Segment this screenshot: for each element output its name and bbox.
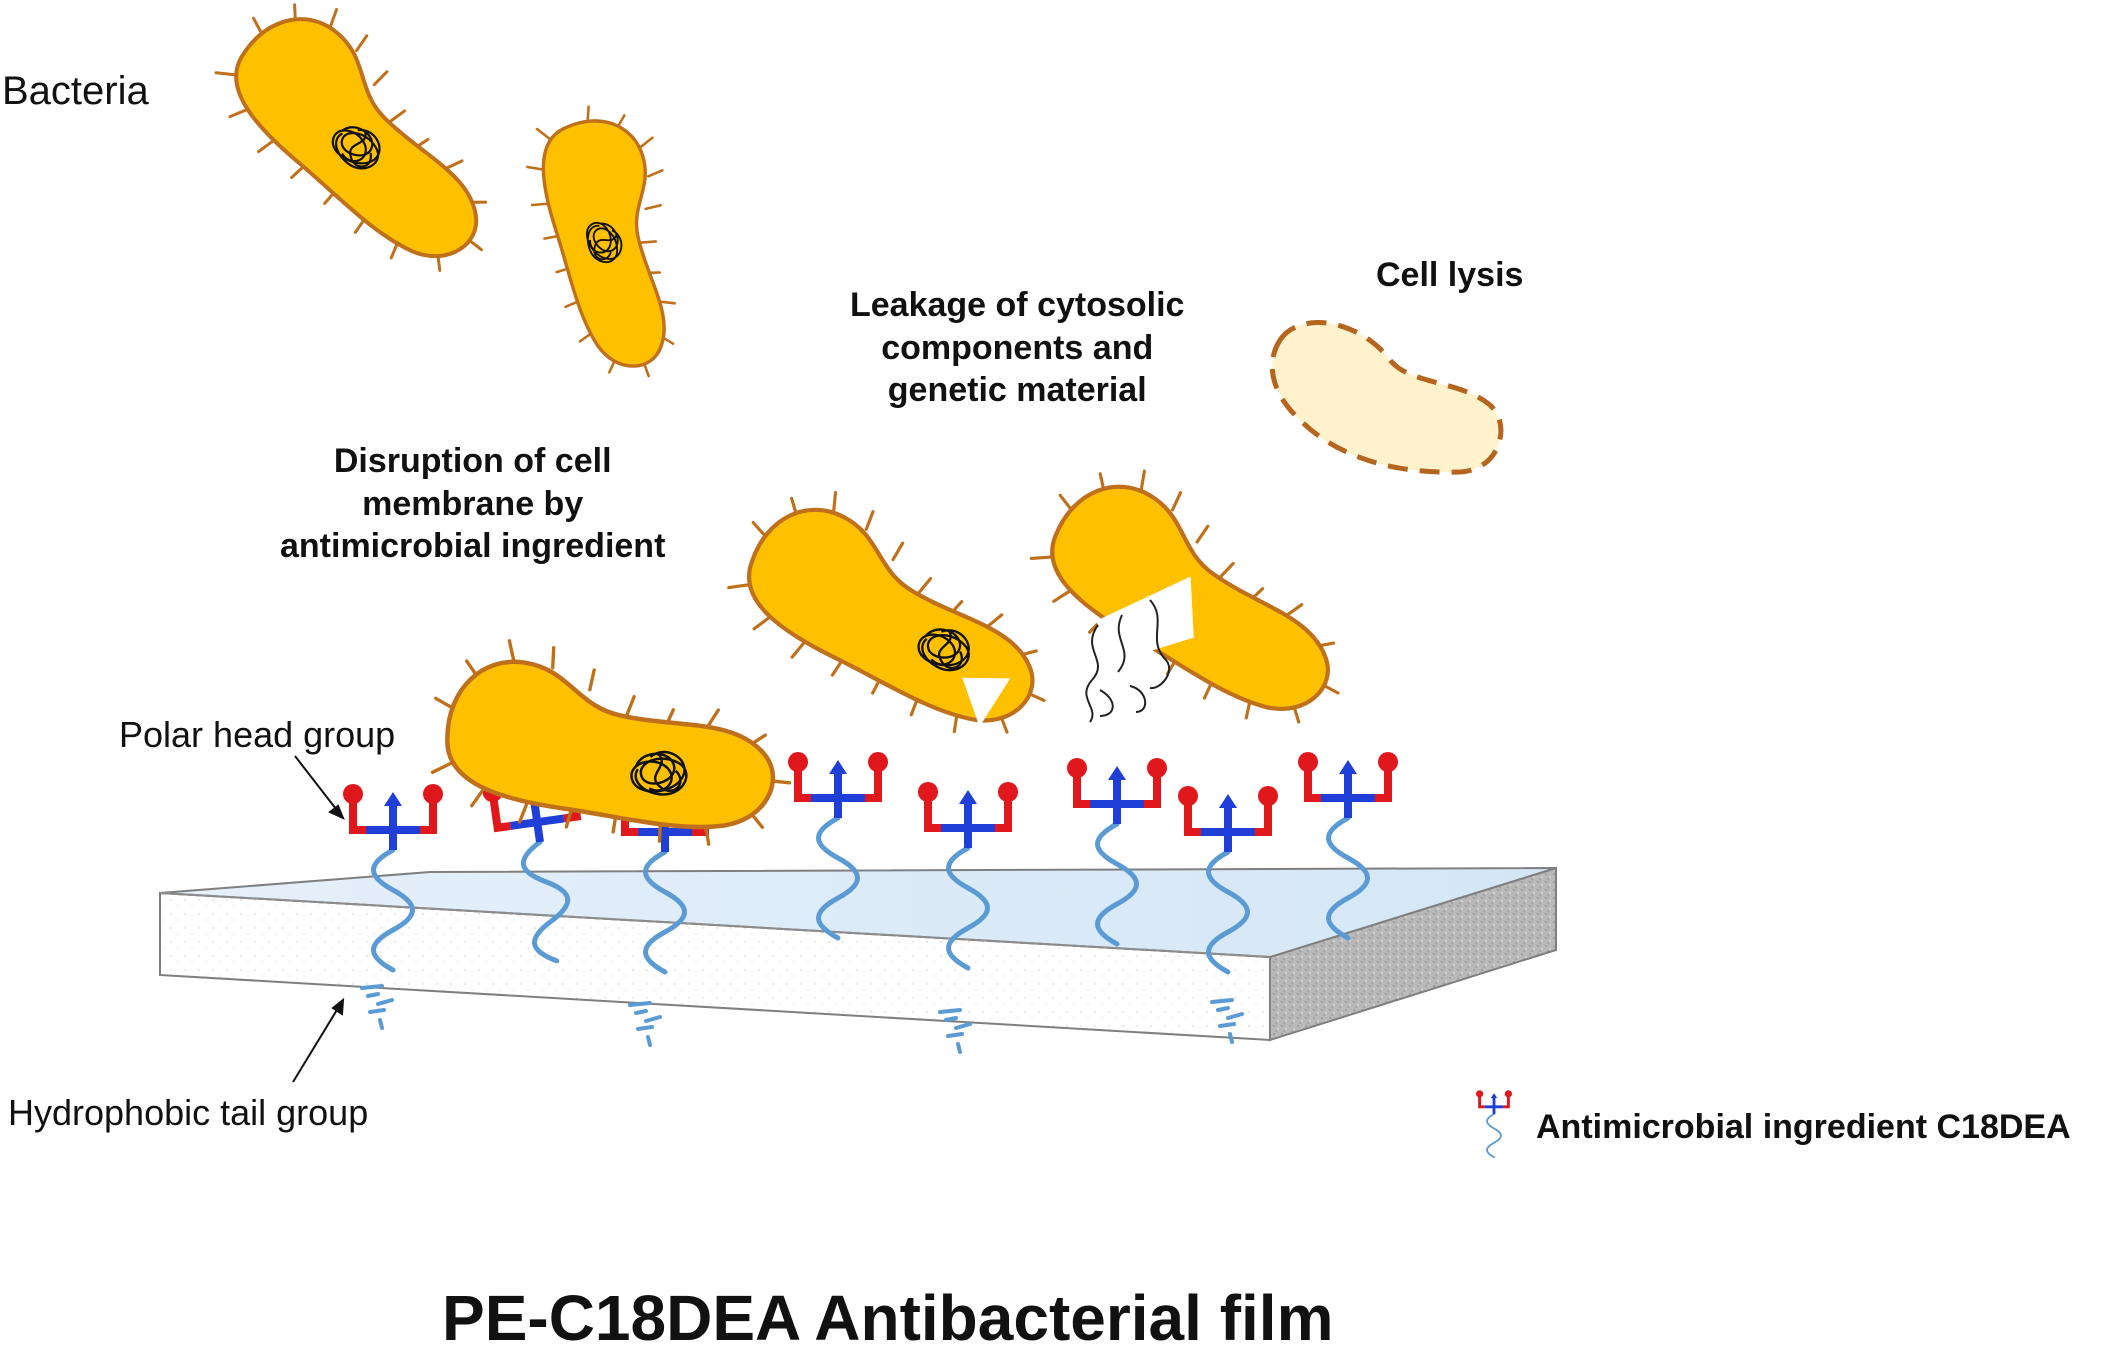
polar-head-label: Polar head group bbox=[119, 714, 396, 755]
film-title: PE-C18DEA Antibacterial film bbox=[442, 1282, 1334, 1354]
disruption-label: Disruption of cell membrane by antimicro… bbox=[280, 442, 666, 565]
legend-label: Antimicrobial ingredient C18DEA bbox=[1536, 1108, 2071, 1146]
hydrophobic-tail-label: Hydrophobic tail group bbox=[8, 1092, 369, 1133]
lysed-cell bbox=[1269, 320, 1504, 475]
cell-lysis-label: Cell lysis bbox=[1376, 256, 1524, 294]
bacterium-attached bbox=[423, 634, 801, 854]
leakage-label: Leakage of cytosolic components and gene… bbox=[850, 286, 1185, 409]
bacteria-label: Bacteria bbox=[2, 69, 149, 113]
bacterium-2 bbox=[502, 88, 731, 397]
bacterium-disrupted bbox=[708, 467, 1087, 762]
leaked-genetic-material bbox=[1085, 599, 1171, 723]
legend-molecule-icon bbox=[1474, 1088, 1514, 1159]
bacterium-leaking bbox=[1006, 442, 1387, 756]
antibacterial-film bbox=[159, 866, 1557, 1042]
pointer-arrows bbox=[292, 755, 345, 1083]
bacterium-1 bbox=[186, 0, 545, 303]
